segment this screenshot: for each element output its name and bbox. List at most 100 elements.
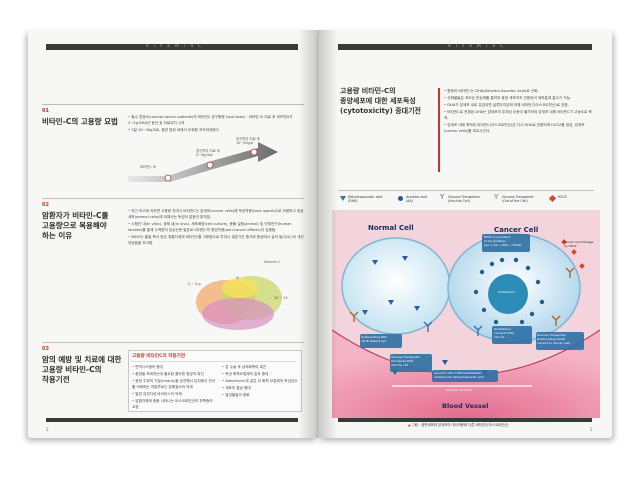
dosage-arrow <box>128 142 278 182</box>
mechanism-item: 암 수술 후 상처회복의 촉진 <box>222 364 298 370</box>
transporters-in <box>423 321 483 336</box>
venn-ellipse-pink <box>202 298 274 330</box>
section1-divider <box>42 104 304 105</box>
left-header-text: V i t a m i n C <box>146 43 204 48</box>
glutathione-note-box <box>492 326 532 344</box>
venn-label-c: IV <box>236 276 240 280</box>
section3-title: 암의 예방 및 치료에 대한 고용량 비타민-C의 작용기전 <box>42 355 122 384</box>
dose-point-2 <box>206 161 214 169</box>
venn-label-a: Vitamin C <box>264 260 281 264</box>
gt-transport-note: Glucose Transporter Transports DHA into … <box>391 355 420 367</box>
section1-bullet: 1일 10~30g으로, 종양 범위 내에서 우위형 지속하세한다 <box>128 127 298 133</box>
mechanism-box-title: 고용량 비타민C의 작용기전 <box>132 354 186 359</box>
venn-label-b: 2 ~ 4 g <box>188 282 201 286</box>
section2-title: 암환자가 비타민-C를 고용량으로 복용해야 하는 이유 <box>42 211 109 240</box>
right-footer-bar <box>338 418 592 422</box>
section2-bullets: 최근 보고에 의하면 고용량 투여시 비타민C는 암세포(cancer cell… <box>128 208 304 247</box>
glutathione-label: Glutathione <box>498 290 515 294</box>
transporter-in-icon: Y <box>440 193 445 201</box>
right-bullet: 암세포 내에 축적된 비타민C(아스코르빈산)은 다시 DHA로 전환되며 H2… <box>444 122 594 134</box>
legend-aa: Ascorbic acid (AA) <box>406 195 428 203</box>
outbound-note-box <box>360 334 402 348</box>
brochure-spread: V i t a m i n C 01 비타민-C의 고용량 요법 필수 영양소(… <box>28 30 612 438</box>
transporters-out <box>349 267 575 326</box>
figure-caption: ▲ 그림 : 정면세포와 암세포의 대사작용에 다른 비타민C(아스코르빈산) <box>408 422 509 427</box>
right-bullet: 산화물들은 포도당 운송체를 통하여 종양 세포까지 전환되어 재하흡계 흡으가… <box>444 95 594 101</box>
right-page: V i t a m i n C 고용량 비타민-C의 종양세포에 대한 세포독성… <box>318 30 612 438</box>
caption-arrow-icon: ▲ <box>408 423 411 427</box>
h2o2-marks <box>561 239 585 269</box>
gt-out-note-box <box>536 332 584 350</box>
h2o2-note-box <box>482 234 530 252</box>
right-page-number: 3 <box>589 427 592 432</box>
aa-dot-icon <box>398 196 403 201</box>
mechanism-item: 발암물질의 중화 <box>222 392 298 398</box>
h2o2-icon <box>548 194 557 203</box>
vessel-note-box <box>432 370 498 382</box>
section1-number: 01 <box>42 108 49 114</box>
aa-dots <box>473 257 545 325</box>
section2-divider <box>42 198 304 199</box>
legend-top-line <box>338 190 594 191</box>
glutathione-core <box>488 274 528 314</box>
dose-label-3: 정구투여 치료 후 10~30g/d <box>236 137 260 145</box>
right-bullets: 활동의 비타민C는 DHA(Dehydro Ascorbic Acid)로 산화… <box>444 88 594 135</box>
left-footer-bar <box>46 418 298 422</box>
legend-dha: Dehydroascorbic acid (DHA) <box>348 195 383 203</box>
mechanism-box-divider <box>132 361 296 362</box>
gt-out-note: Glucose Transporter Outbounding AA/At ou… <box>537 333 570 345</box>
legend-h2o2: H2O2 <box>558 195 567 199</box>
section2-bullet: 최근 보고에 의하면 고용량 투여시 비타민C는 암세포(cancer cell… <box>128 208 304 220</box>
left-page-number: 2 <box>46 427 49 432</box>
legend-gt-out: Glucose Transporter (Out of the Cell) <box>502 195 534 203</box>
section2-bullet: 시험관 내(in vitro), 생체 내(in vivo), 세포배양(cel… <box>128 221 304 233</box>
blood-vessel-label: Blood Vessel <box>442 402 489 410</box>
mechanism-list-2: 암 수술 후 상처회복의 촉진 독성 화학요법제의 효과 증대 Adriamyc… <box>222 364 298 399</box>
mechanism-list-1: 면역시스템의 증대 종양을 포위하는데 필요한 콜라겐 형성의 촉진 종양 주위… <box>132 364 216 411</box>
right-bullet: DHA가 암세포 내로 유입되면 글루타치온에 의해 비타민C(아스코르빈산)로… <box>444 102 594 108</box>
dose-point-1 <box>164 174 172 182</box>
outbound-note: Outbounding DHA via Bi Rasent cell <box>361 335 388 343</box>
blood-vessel <box>332 330 600 418</box>
normal-cell-label: Normal Cell <box>368 224 414 232</box>
normal-cell <box>341 237 451 335</box>
section1-title: 비타민-C의 고용량 요법 <box>42 117 118 126</box>
section3-divider <box>42 342 304 343</box>
dose-point-3 <box>250 148 258 156</box>
dosage-arrow-chart <box>128 142 278 182</box>
mechanism-item: 종양 주위의 기질(matrix)을 공전해서 유지해서 전이를 억제하는 히알… <box>132 378 216 390</box>
dha-triangle-icon <box>340 196 346 201</box>
mechanism-item: 종양을 포위하는데 필요한 콜라겐 형성의 촉진 <box>132 371 216 377</box>
section2-bullet: WHO는 물질 복사 등은 정통자에게 비타민C를 고용량으로 투여시 생존기간… <box>128 234 304 246</box>
mechanism-item: 암환자에게 종종 나타나는 아스코르빈산의 부족증의 교정 <box>132 398 216 410</box>
right-bullet: 활동의 비타민C는 DHA(Dehydro Ascorbic Acid)로 산화… <box>444 88 594 94</box>
legend-gt-in: Glucose Transporter (Into the Cell) <box>448 195 480 203</box>
cell-diagram <box>332 210 600 418</box>
venn-label-d: 10 ~ 15 <box>274 296 288 300</box>
right-accent-bar <box>438 88 440 172</box>
dose-label-1: 비타민C IV <box>140 165 157 169</box>
vessel-note: Ascorbic acid in the bloodstream oxidize… <box>434 371 484 379</box>
gt-note-box <box>390 354 432 372</box>
right-bullet: 비타민C로 전환된 DHA는 암세포의 투과성 이동이 불가하여 암세포 내에 … <box>444 109 594 121</box>
mechanism-item: 세포의 통상 증대 <box>222 385 298 391</box>
mechanism-item: 면역시스템의 증대 <box>132 364 216 370</box>
damage-note: Cancer Cell damage by H2O2 <box>564 240 594 248</box>
dose-label-2: 경구투여 치료 후 2~5g/day <box>196 149 220 157</box>
ascorbic-label: Ascorbic acid (AA) <box>446 388 473 392</box>
mechanism-item: 발암 유전자성 바이러스의 억제 <box>132 391 216 397</box>
h2o2-note: H2O2 is a product of AA oxidation (AA + … <box>484 235 522 247</box>
section1-bullets: 필수 영양소(normal cancer patients)의 비타민C 경구용… <box>128 114 298 134</box>
right-header-text: V i t a m i n C <box>448 43 506 48</box>
caption-text: 그림 : 정면세포와 암세포의 대사작용에 다른 비타민C(아스코르빈산) <box>411 423 509 427</box>
cancer-cell-label: Cancer Cell <box>494 226 539 234</box>
section3-number: 03 <box>42 346 49 352</box>
glutathione-note: Glutathione converts DHA into AA <box>494 327 514 339</box>
venn-ellipse-yellow <box>222 278 258 298</box>
section1-bullet: 필수 영양소(normal cancer patients)의 비타민C 경구용… <box>128 114 298 126</box>
left-header-bar: V i t a m i n C <box>46 43 298 50</box>
venn-diagram <box>196 276 282 330</box>
mechanism-item: Adriamycin과 같은 더 화학 요법제의 독성감소 <box>222 378 298 384</box>
right-header-bar: V i t a m i n C <box>338 43 592 50</box>
left-page: V i t a m i n C 01 비타민-C의 고용량 요법 필수 영양소(… <box>28 30 318 438</box>
